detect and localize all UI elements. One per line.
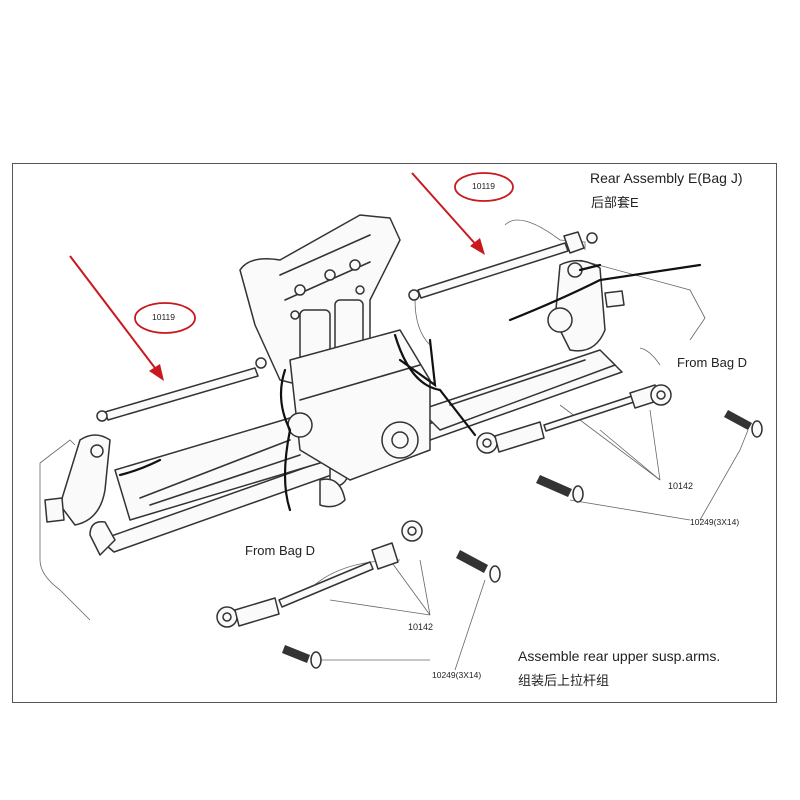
- red-arrow-left: [69, 255, 159, 373]
- gearbox: [287, 329, 431, 481]
- screw-left-bottom: [282, 645, 322, 669]
- part-number-top: 10119: [472, 181, 496, 191]
- part-oval-top: [454, 172, 514, 202]
- part-oval-left: [134, 302, 196, 334]
- part-number-left: 10119: [152, 312, 176, 322]
- screw-left-top: [456, 550, 501, 583]
- screw-part-number-left: 10249(3X14): [432, 670, 482, 680]
- highlight-arrows: [69, 172, 485, 381]
- assembly-title: Rear Assembly E(Bag J): [590, 170, 743, 186]
- hub-right: [547, 259, 625, 352]
- screw-right-top: [724, 410, 763, 438]
- wiring: [118, 263, 702, 512]
- drive-shaft-top: [408, 231, 598, 301]
- red-arrow-top: [411, 172, 479, 248]
- hub-left: [44, 434, 111, 526]
- instruction-text-cn: 组装后上拉杆组: [518, 673, 610, 688]
- upper-link-left: [216, 520, 423, 628]
- from-bag-left-label: From Bag D: [245, 543, 316, 558]
- diagram-frame: [12, 163, 777, 703]
- from-bag-right-label: From Bag D: [677, 355, 748, 370]
- assembly-title-cn: 后部套E: [591, 195, 639, 210]
- link-part-number-left: 10142: [408, 622, 434, 632]
- screw-part-number-right: 10249(3X14): [690, 517, 740, 527]
- screw-right-bottom: [536, 475, 584, 503]
- upper-link-right: [476, 384, 672, 454]
- drive-shaft-left: [96, 357, 267, 422]
- instruction-text: Assemble rear upper susp.arms.: [518, 648, 721, 664]
- link-part-number-right: 10142: [668, 481, 694, 491]
